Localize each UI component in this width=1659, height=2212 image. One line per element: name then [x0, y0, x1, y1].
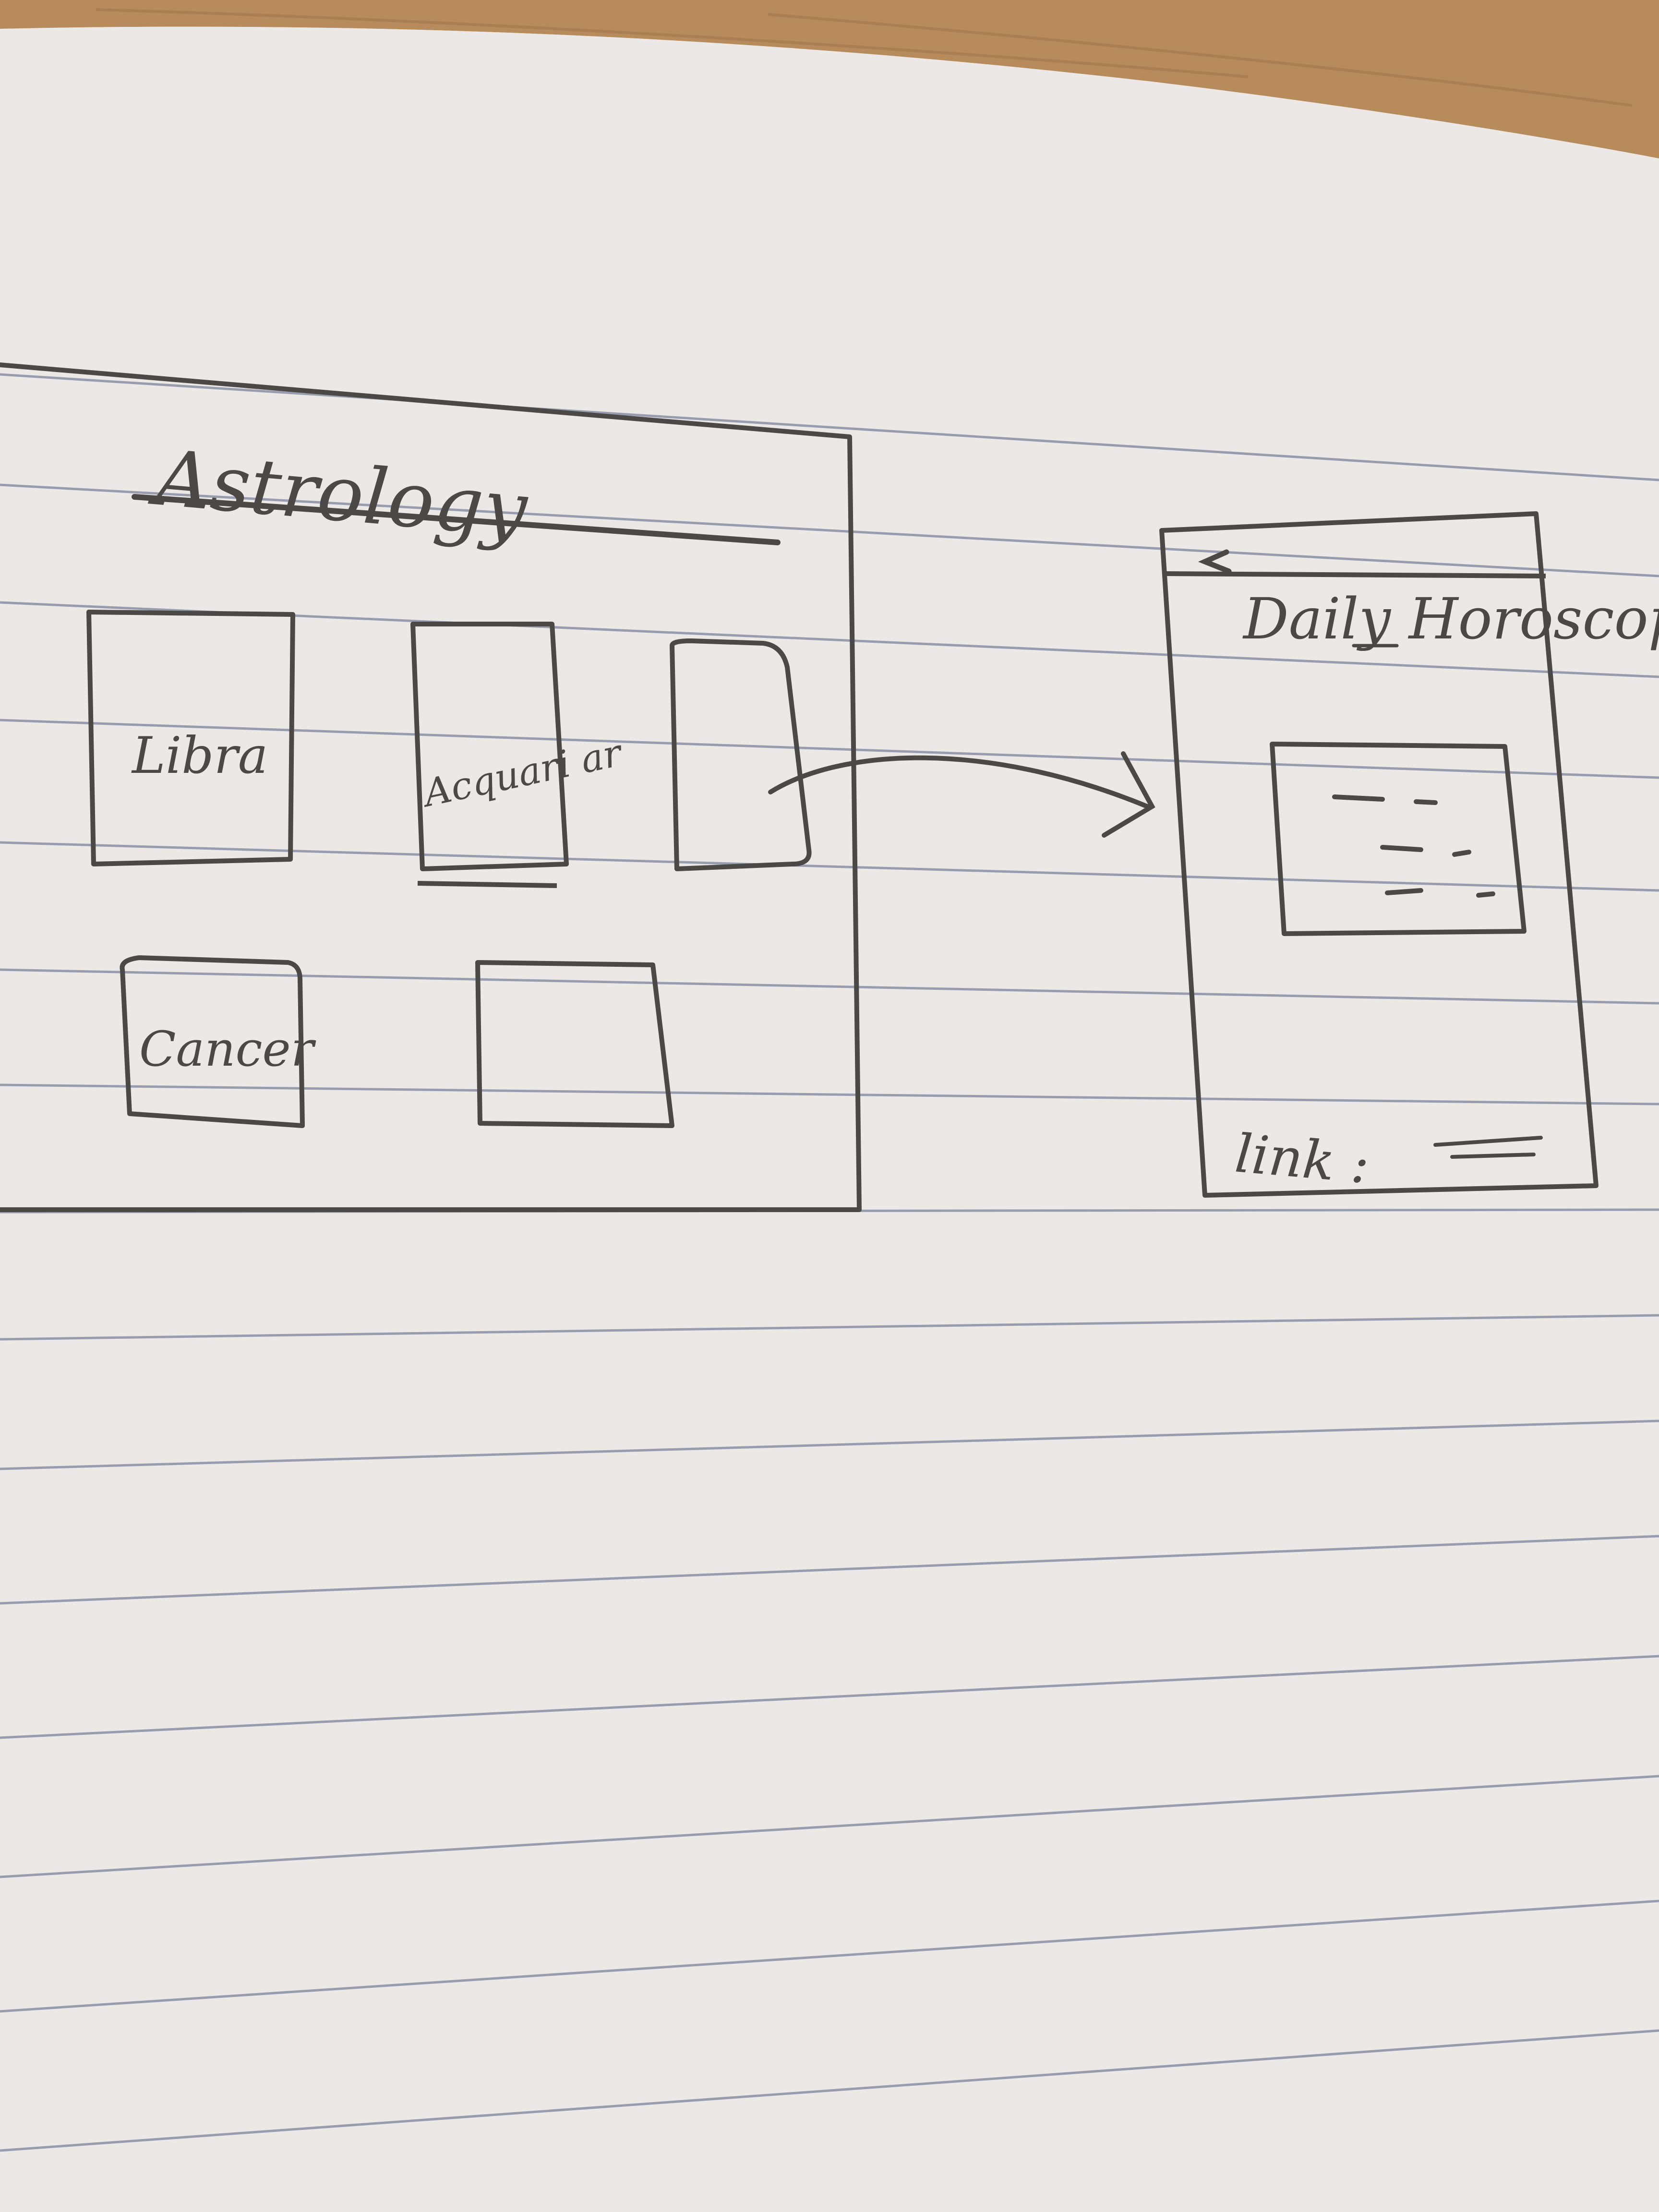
tile-libra[interactable]	[86, 610, 295, 866]
content-placeholder-lines	[1332, 794, 1495, 898]
footer-link-url-line[interactable]	[1433, 1136, 1543, 1159]
ruled-lines	[0, 373, 1659, 2152]
detail-title: Daily Horoscope	[1242, 586, 1659, 652]
notebook-page	[0, 26, 1659, 2212]
desk-grain	[96, 8, 1633, 107]
desk-background	[0, 0, 1659, 158]
tile-libra-label: Libra	[131, 726, 268, 785]
back-arrow-icon[interactable]	[1198, 549, 1232, 574]
tile-blank-2[interactable]	[475, 960, 674, 1128]
detail-screen-wireframe	[1159, 511, 1599, 1198]
home-screen-frame	[0, 362, 862, 1212]
home-title-underline	[132, 494, 781, 545]
footer-link-label[interactable]: link :	[1233, 1122, 1372, 1195]
tile-cancer-label: Cancer	[139, 1021, 316, 1077]
horoscope-content-box	[1270, 742, 1527, 936]
tile-aquarius[interactable]	[410, 622, 569, 871]
home-screen-wireframe	[0, 362, 862, 1212]
tile-blank-1[interactable]	[670, 638, 812, 871]
tile-aquarius-underline	[417, 881, 557, 888]
detail-screen-frame	[1159, 511, 1599, 1198]
tile-cancer[interactable]	[120, 955, 305, 1128]
detail-title-line: Daily Horoscope	[1242, 586, 1659, 652]
detail-header-bar	[1166, 571, 1546, 578]
navigation-arrow	[768, 751, 1155, 838]
